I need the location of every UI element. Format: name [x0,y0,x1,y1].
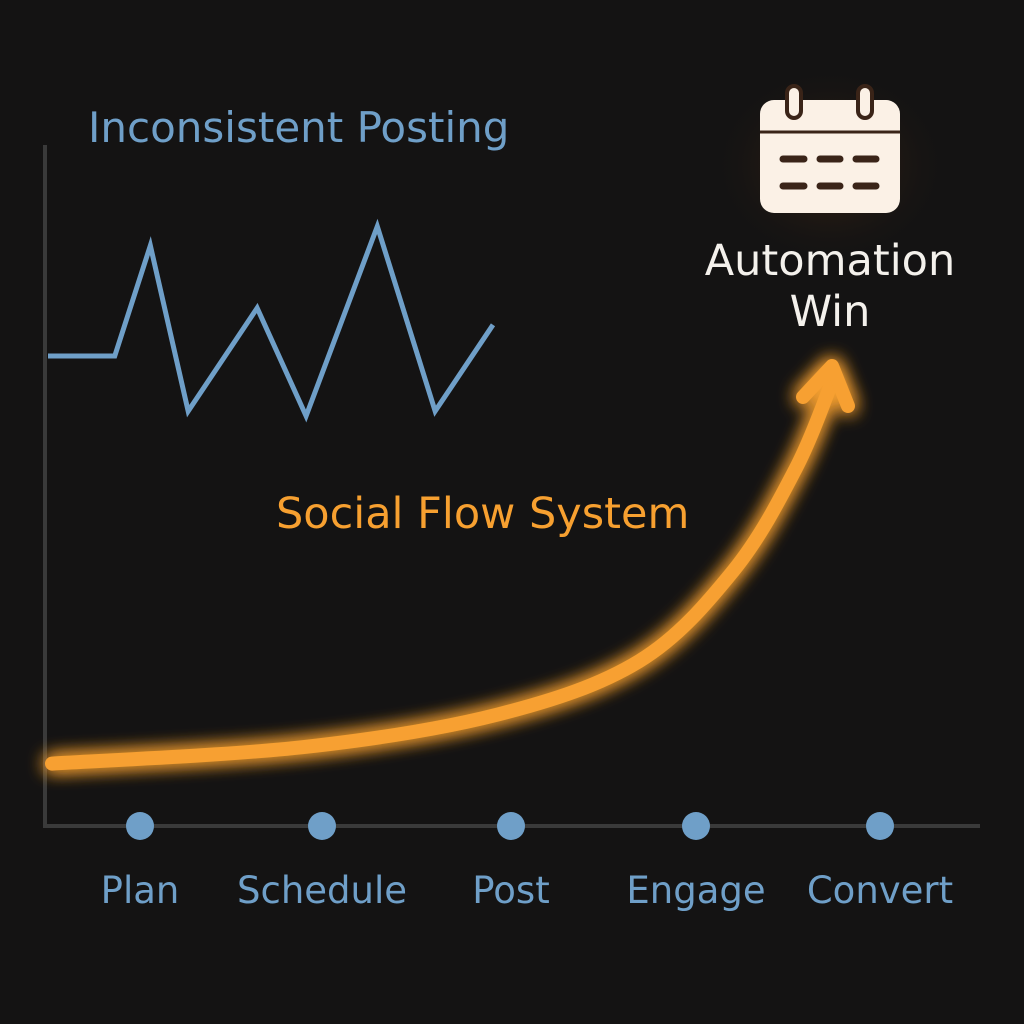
stage-dot-engage [682,812,710,840]
stage-label-plan: Plan [101,869,180,912]
annotation-line-1: Automation [705,236,955,286]
series-label-inconsistent: Inconsistent Posting [88,103,509,152]
social-flow-glow [45,359,855,771]
social-flow-line [45,367,842,771]
stage-label-schedule: Schedule [237,869,407,912]
stage-dot-schedule [308,812,336,840]
annotation-line-2: Win [790,287,871,337]
series-label-social-flow: Social Flow System [276,489,689,539]
arrow-head-icon [796,359,855,413]
inconsistent-posting-line [48,218,496,423]
stage-markers: Plan Schedule Post Engage Convert [101,812,953,912]
calendar-icon [760,84,900,213]
stage-dot-plan [126,812,154,840]
stage-dot-convert [866,812,894,840]
stage-label-post: Post [472,869,549,912]
stage-label-engage: Engage [626,869,765,912]
stage-label-convert: Convert [807,869,953,912]
stage-dot-post [497,812,525,840]
